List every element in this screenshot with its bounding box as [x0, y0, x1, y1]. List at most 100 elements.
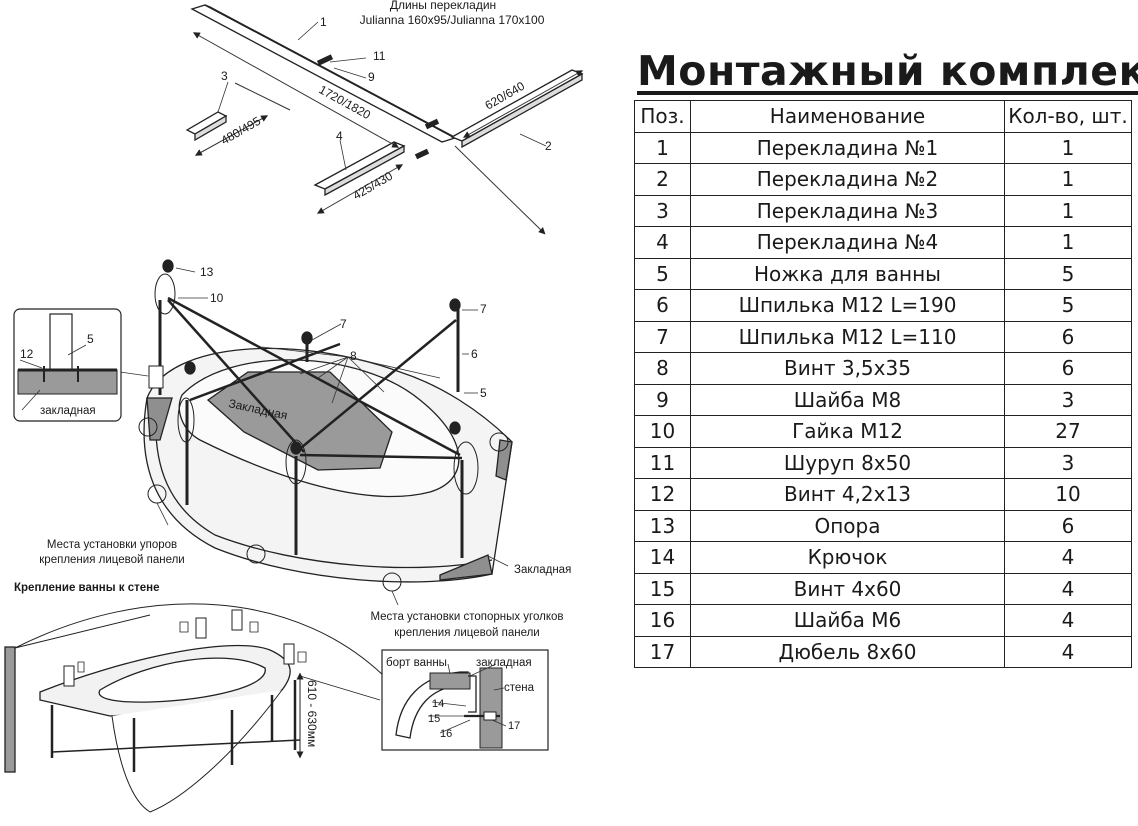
- callout-9: 9: [368, 70, 375, 84]
- quantity-cell: 4: [1004, 541, 1132, 574]
- callout-5: 5: [480, 386, 487, 400]
- quantity-cell: 1: [1004, 163, 1132, 196]
- name-cell: Шайба М6: [690, 604, 1005, 637]
- name-cell: Дюбель 8х60: [690, 635, 1005, 668]
- dimension-lines: [192, 32, 584, 235]
- assembly-leader-lines: [119, 267, 509, 606]
- position-cell: 11: [634, 446, 691, 479]
- corners-label-line-2: крепления лицевой панели: [394, 627, 539, 639]
- position-cell: 4: [634, 226, 691, 259]
- callout-10: 10: [210, 291, 224, 305]
- name-cell: Винт 4,2х13: [690, 478, 1005, 511]
- callout-17: 17: [508, 720, 520, 732]
- name-cell: Шуруп 8х50: [690, 446, 1005, 479]
- quantity-cell: 6: [1004, 352, 1132, 385]
- kit-title: Монтажный комплект: [637, 47, 1138, 95]
- frame-exploded-view: [185, 4, 584, 197]
- height-dimension: 610 - 630мм: [305, 680, 319, 747]
- position-cell: 6: [634, 289, 691, 322]
- header-name: Наименование: [690, 100, 1005, 133]
- leader-lines: [217, 21, 547, 171]
- quantity-cell: 1: [1004, 194, 1132, 227]
- name-cell: Перекладина №2: [690, 163, 1005, 196]
- quantity-cell: 1: [1004, 131, 1132, 164]
- quantity-cell: 5: [1004, 257, 1132, 290]
- callout-8: 8: [350, 349, 357, 363]
- name-cell: Винт 4х60: [690, 572, 1005, 605]
- embed-inset-label: закладная: [40, 405, 96, 417]
- quantity-cell: 3: [1004, 446, 1132, 479]
- wall-mount-view: [4, 603, 391, 813]
- embed-detail-inset: [13, 308, 122, 422]
- quantity-cell: 6: [1004, 509, 1132, 542]
- corners-label-line-1: Места установки стопорных уголков: [370, 611, 563, 623]
- position-cell: 14: [634, 541, 691, 574]
- position-cell: 2: [634, 163, 691, 196]
- embed-right-label: Закладная: [514, 564, 571, 576]
- position-cell: 5: [634, 257, 691, 290]
- name-cell: Шпилька М12 L=190: [690, 289, 1005, 322]
- position-cell: 7: [634, 320, 691, 353]
- position-cell: 17: [634, 635, 691, 668]
- callout-11: 11: [373, 49, 386, 63]
- wall-fastening-detail: [381, 649, 549, 751]
- name-cell: Перекладина №1: [690, 131, 1005, 164]
- quantity-cell: 3: [1004, 383, 1132, 416]
- callout-7-right: 7: [480, 302, 487, 316]
- callout-13: 13: [200, 265, 214, 279]
- callout-16: 16: [440, 728, 452, 740]
- name-cell: Крючок: [690, 541, 1005, 574]
- quantity-cell: 5: [1004, 289, 1132, 322]
- name-cell: Шпилька М12 L=110: [690, 320, 1005, 353]
- position-cell: 1: [634, 131, 691, 164]
- kit-table-header: Поз. Наименование Кол-во, шт.: [634, 100, 1132, 133]
- callout-7-left: 7: [340, 317, 347, 331]
- callout-14: 14: [432, 698, 444, 710]
- quantity-cell: 6: [1004, 320, 1132, 353]
- detail-rim-label: борт ванны: [386, 657, 447, 669]
- name-cell: Шайба М8: [690, 383, 1005, 416]
- header-quantity: Кол-во, шт.: [1004, 100, 1132, 133]
- position-cell: 13: [634, 509, 691, 542]
- position-cell: 8: [634, 352, 691, 385]
- frame-lengths-title: Длины перекладин: [390, 0, 496, 12]
- name-cell: Опора: [690, 509, 1005, 542]
- quantity-cell: 10: [1004, 478, 1132, 511]
- name-cell: Винт 3,5х35: [690, 352, 1005, 385]
- callout-12: 12: [20, 347, 34, 361]
- bathtub-assembly: [138, 259, 513, 592]
- callout-3: 3: [221, 69, 228, 83]
- frame-lengths-subtitle: Julianna 160x95/Julianna 170x100: [360, 13, 545, 27]
- name-cell: Перекладина №4: [690, 226, 1005, 259]
- quantity-cell: 4: [1004, 604, 1132, 637]
- position-cell: 16: [634, 604, 691, 637]
- quantity-cell: 4: [1004, 572, 1132, 605]
- name-cell: Ножка для ванны: [690, 257, 1005, 290]
- callout-1: 1: [320, 15, 327, 29]
- callout-15: 15: [428, 713, 440, 725]
- stops-label-line-2: крепления лицевой панели: [39, 554, 184, 566]
- callout-4: 4: [336, 129, 343, 143]
- stops-label-line-1: Места установки упоров: [47, 539, 177, 551]
- detail-wall-label: стена: [504, 682, 535, 694]
- position-cell: 15: [634, 572, 691, 605]
- wall-mount-title: Крепление ванны к стене: [14, 582, 159, 594]
- position-cell: 10: [634, 415, 691, 448]
